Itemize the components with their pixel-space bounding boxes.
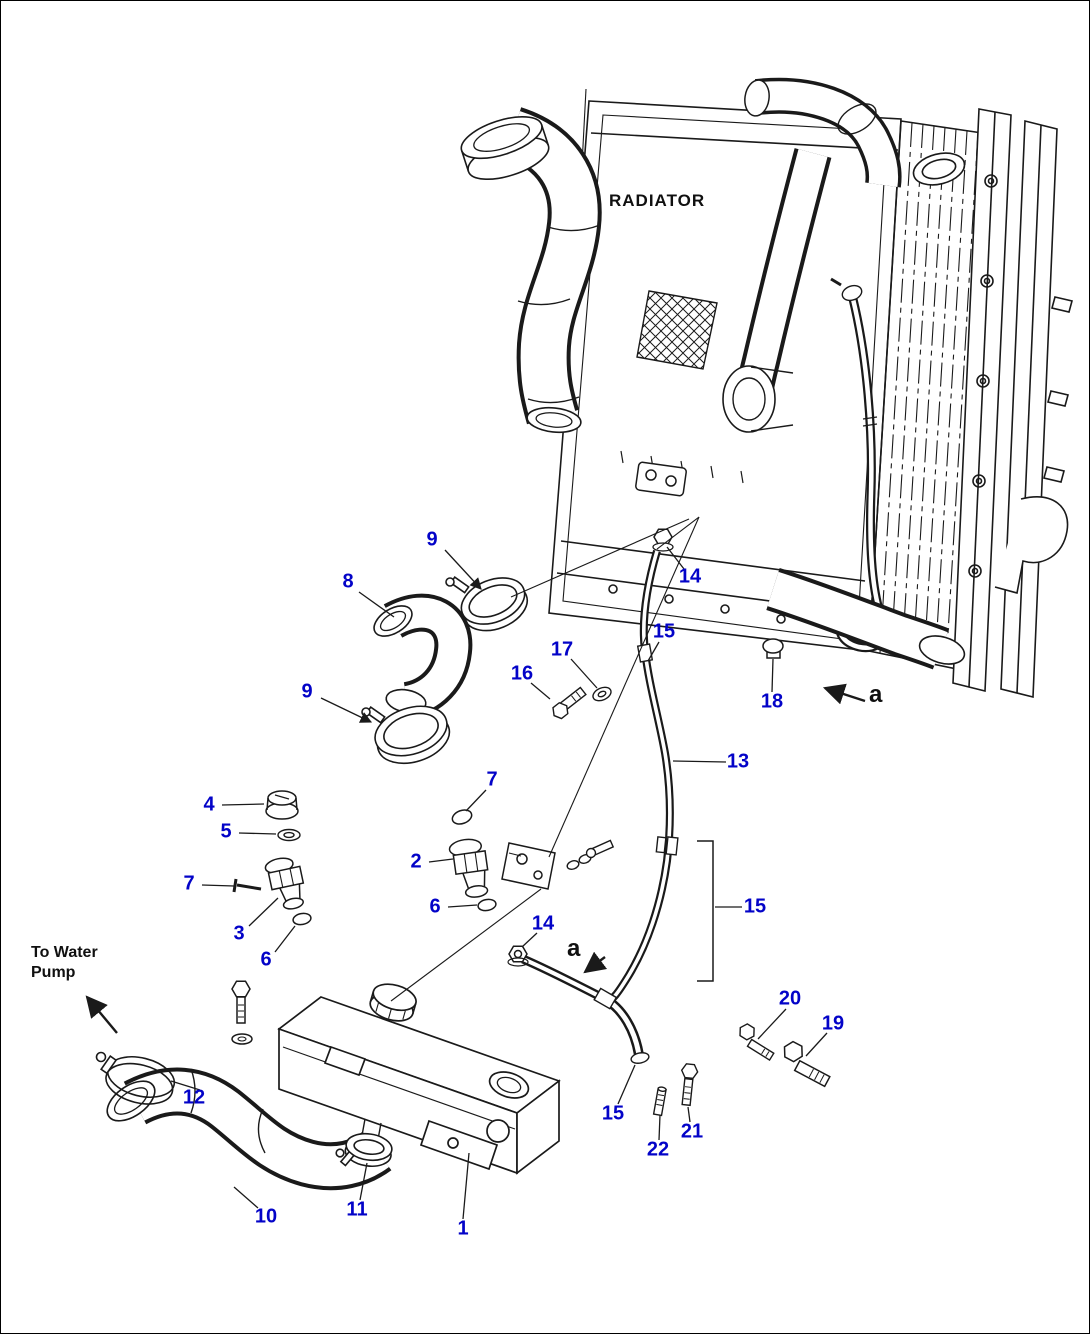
radiator-vent-tube [830,277,890,653]
fitting-2 [448,838,489,898]
bolt-20 [739,1023,775,1062]
bracket-hardware [566,839,615,870]
plug-18 [762,638,784,659]
callout-18[interactable]: 18 [760,690,784,713]
callout-21[interactable]: 21 [680,1120,704,1143]
callout-8[interactable]: 8 [342,570,354,593]
filler-cap [369,983,417,1022]
view-a-label-center: a [567,935,581,962]
callout-10[interactable]: 10 [254,1205,278,1228]
plug-6-lower [292,912,312,926]
frame-bracket [635,461,687,497]
bolt-16 [552,686,587,720]
callout-6-lower[interactable]: 6 [260,948,272,971]
callout-1[interactable]: 1 [457,1217,469,1240]
callout-2[interactable]: 2 [410,850,422,873]
stud-22 [652,1086,667,1117]
group-bracket-15 [697,840,714,982]
plug-6-upper [477,898,497,912]
radiator-top-port [912,152,966,186]
mounting-bracket [501,842,556,890]
radiator-top-hose [744,77,902,188]
callout-16[interactable]: 16 [510,662,534,685]
callout-19[interactable]: 19 [821,1012,845,1035]
callout-11[interactable]: 11 [346,1198,368,1221]
clamp-9-lower [361,705,451,765]
cap-4 [265,790,299,820]
callout-12[interactable]: 12 [182,1086,206,1109]
clamp-11 [335,1132,393,1168]
callout-3[interactable]: 3 [233,922,245,945]
bolt-washer-left [231,980,253,1045]
callout-14-lower[interactable]: 14 [531,912,555,935]
callout-5[interactable]: 5 [220,820,232,843]
callout-22[interactable]: 22 [646,1138,670,1161]
upper-radiator-hose [460,107,602,434]
tank-pipe-15 [521,954,650,1064]
callout-17[interactable]: 17 [550,638,574,661]
fitting-3 [264,857,305,910]
washer-17 [592,686,612,702]
callout-20[interactable]: 20 [778,987,802,1010]
washer-5 [277,828,301,842]
callout-9-lower[interactable]: 9 [301,680,313,703]
elbow-hose-8 [373,593,473,720]
radiator-label: RADIATOR [609,191,706,210]
nut-14-lower [507,945,529,967]
callout-4[interactable]: 4 [203,793,215,816]
coolant-tank-1 [277,983,561,1175]
radiator-front-hose [722,148,832,433]
callout-13[interactable]: 13 [726,750,750,773]
callout-9-upper[interactable]: 9 [426,528,438,551]
callout-15-mid[interactable]: 15 [743,895,767,918]
radiator-side-rails [952,108,1073,699]
callout-6-upper[interactable]: 6 [429,895,441,918]
pin-7-left [232,878,262,893]
callout-15-upper[interactable]: 15 [652,620,676,643]
callout-14-upper[interactable]: 14 [678,565,702,588]
construction-lines [390,516,700,1002]
bolt-21 [680,1063,699,1107]
radiator-outlet-tube [766,568,966,670]
clamp-12 [95,1051,176,1105]
overflow-tube-13 [604,528,679,1004]
to-water-pump-arrow [85,995,118,1034]
to-water-pump-label: To Water Pump [31,944,98,981]
view-arrows [85,683,866,1034]
plug-7-upper [451,809,473,825]
leader-lines [170,546,828,1220]
callout-7-left[interactable]: 7 [183,872,195,895]
callout-15-lower[interactable]: 15 [601,1102,625,1125]
callout-7-upper[interactable]: 7 [486,768,498,791]
view-a-label-right: a [869,681,883,708]
bolt-19 [783,1040,831,1088]
grille-hatch [636,290,718,370]
